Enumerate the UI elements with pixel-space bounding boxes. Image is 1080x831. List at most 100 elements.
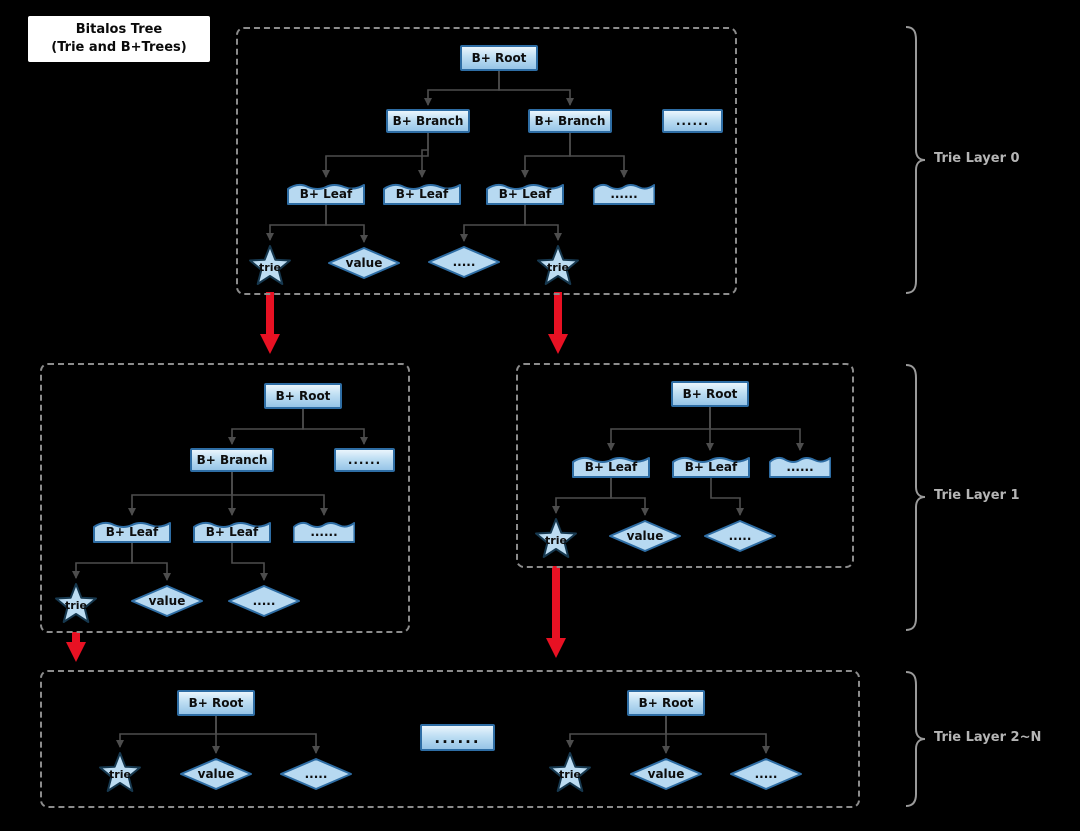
layer-label-trie-layer-1: Trie Layer 1 <box>934 488 1020 503</box>
trie-star-node: trie <box>535 244 581 290</box>
ellipsis-diamond-node: ..... <box>279 757 353 791</box>
trie-star-node: trie <box>533 517 579 563</box>
node-label: B+ Leaf <box>395 187 449 201</box>
node-label: B+ Branch <box>392 114 464 128</box>
ellipsis-diamond-node: ..... <box>703 519 777 553</box>
leaf-shape <box>287 183 365 205</box>
bplus-leaf-node: B+ Leaf <box>572 454 650 478</box>
star-shape <box>249 245 291 285</box>
trie-star-node: trie <box>247 244 293 290</box>
node-label: B+ Root <box>275 389 331 403</box>
node-label: value <box>647 767 685 781</box>
diamond-shape <box>704 520 776 552</box>
diamond-shape <box>131 585 203 617</box>
ellipsis-leaf-node: ...... <box>593 181 655 205</box>
layer-box-trie-layer-2n <box>40 670 860 808</box>
layer-box-trie-layer-1-left <box>40 363 410 633</box>
bplus-root-node: B+ Root <box>671 381 749 407</box>
node-label: B+ Leaf <box>205 525 259 539</box>
bplus-root-node: B+ Root <box>264 383 342 409</box>
layer-label-trie-layer-2n: Trie Layer 2~N <box>934 730 1042 745</box>
node-label: trie <box>545 534 567 547</box>
leaf-shape <box>486 183 564 205</box>
node-label: ..... <box>304 767 328 781</box>
star-shape <box>537 245 579 285</box>
ellipsis-node: ...... <box>420 724 495 751</box>
leaf-shape <box>672 456 750 478</box>
bplus-root-node: B+ Root <box>460 45 538 71</box>
node-label: trie <box>559 768 581 781</box>
diamond-shape <box>328 247 400 279</box>
node-label: B+ Leaf <box>684 460 738 474</box>
node-label: value <box>148 594 186 608</box>
bplus-leaf-node: B+ Leaf <box>486 181 564 205</box>
node-label: ...... <box>786 460 814 474</box>
node-label: B+ Leaf <box>584 460 638 474</box>
ellipsis-diamond-node: ..... <box>427 245 501 279</box>
leaf-shape <box>293 521 355 543</box>
node-label: trie <box>547 261 569 274</box>
diagram-title-line1: Bitalos Tree <box>75 21 163 37</box>
trie-star-node: trie <box>97 751 143 797</box>
value-diamond-node: value <box>327 246 401 280</box>
bplus-leaf-node: B+ Leaf <box>93 519 171 543</box>
value-diamond-node: value <box>179 757 253 791</box>
diamond-shape <box>630 758 702 790</box>
bplus-root-node: B+ Root <box>627 690 705 716</box>
leaf-shape <box>572 456 650 478</box>
value-diamond-node: value <box>608 519 682 553</box>
layer-label-trie-layer-0: Trie Layer 0 <box>934 151 1020 166</box>
node-label: B+ Root <box>682 387 738 401</box>
diagram-title-line2: (Trie and B+Trees) <box>51 40 187 55</box>
bplus-branch-node: B+ Branch <box>528 109 612 133</box>
node-label: B+ Root <box>188 696 244 710</box>
leaf-shape <box>193 521 271 543</box>
star-shape <box>99 752 141 792</box>
diamond-shape <box>228 585 300 617</box>
bplus-leaf-node: B+ Leaf <box>383 181 461 205</box>
diamond-shape <box>609 520 681 552</box>
node-label: ...... <box>610 187 638 201</box>
node-label: ..... <box>452 255 476 269</box>
leaf-shape <box>383 183 461 205</box>
value-diamond-node: value <box>629 757 703 791</box>
node-label: value <box>197 767 235 781</box>
ellipsis-leaf-node: ...... <box>293 519 355 543</box>
node-label: trie <box>259 261 281 274</box>
diamond-shape <box>730 758 802 790</box>
leaf-shape <box>769 456 831 478</box>
node-label: B+ Branch <box>534 114 606 128</box>
layer-box-trie-layer-0 <box>236 27 737 295</box>
node-label: ..... <box>754 767 778 781</box>
node-label: B+ Leaf <box>105 525 159 539</box>
diamond-shape <box>180 758 252 790</box>
bplus-leaf-node: B+ Leaf <box>193 519 271 543</box>
node-label: B+ Root <box>638 696 694 710</box>
node-label: ...... <box>347 453 382 467</box>
node-label: ...... <box>310 525 338 539</box>
star-shape <box>535 518 577 558</box>
bplus-branch-node: B+ Branch <box>190 448 274 472</box>
node-label: value <box>345 256 383 270</box>
node-label: ...... <box>675 114 710 128</box>
bplus-branch-node: B+ Branch <box>386 109 470 133</box>
layer-braces <box>905 26 926 807</box>
leaf-shape <box>593 183 655 205</box>
trie-star-node: trie <box>53 582 99 628</box>
star-shape <box>549 752 591 792</box>
node-label: B+ Leaf <box>299 187 353 201</box>
diagram-title: Bitalos Tree (Trie and B+Trees) <box>28 16 210 62</box>
ellipsis-diamond-node: ..... <box>227 584 301 618</box>
layer-box-trie-layer-1-right <box>516 363 854 568</box>
star-shape <box>55 583 97 623</box>
diamond-shape <box>428 246 500 278</box>
bplus-root-node: B+ Root <box>177 690 255 716</box>
ellipsis-node: ...... <box>662 109 723 133</box>
bplus-leaf-node: B+ Leaf <box>287 181 365 205</box>
value-diamond-node: value <box>130 584 204 618</box>
node-label: ..... <box>252 594 276 608</box>
ellipsis-leaf-node: ...... <box>769 454 831 478</box>
node-label: B+ Root <box>471 51 527 65</box>
bplus-leaf-node: B+ Leaf <box>672 454 750 478</box>
node-label: B+ Leaf <box>498 187 552 201</box>
